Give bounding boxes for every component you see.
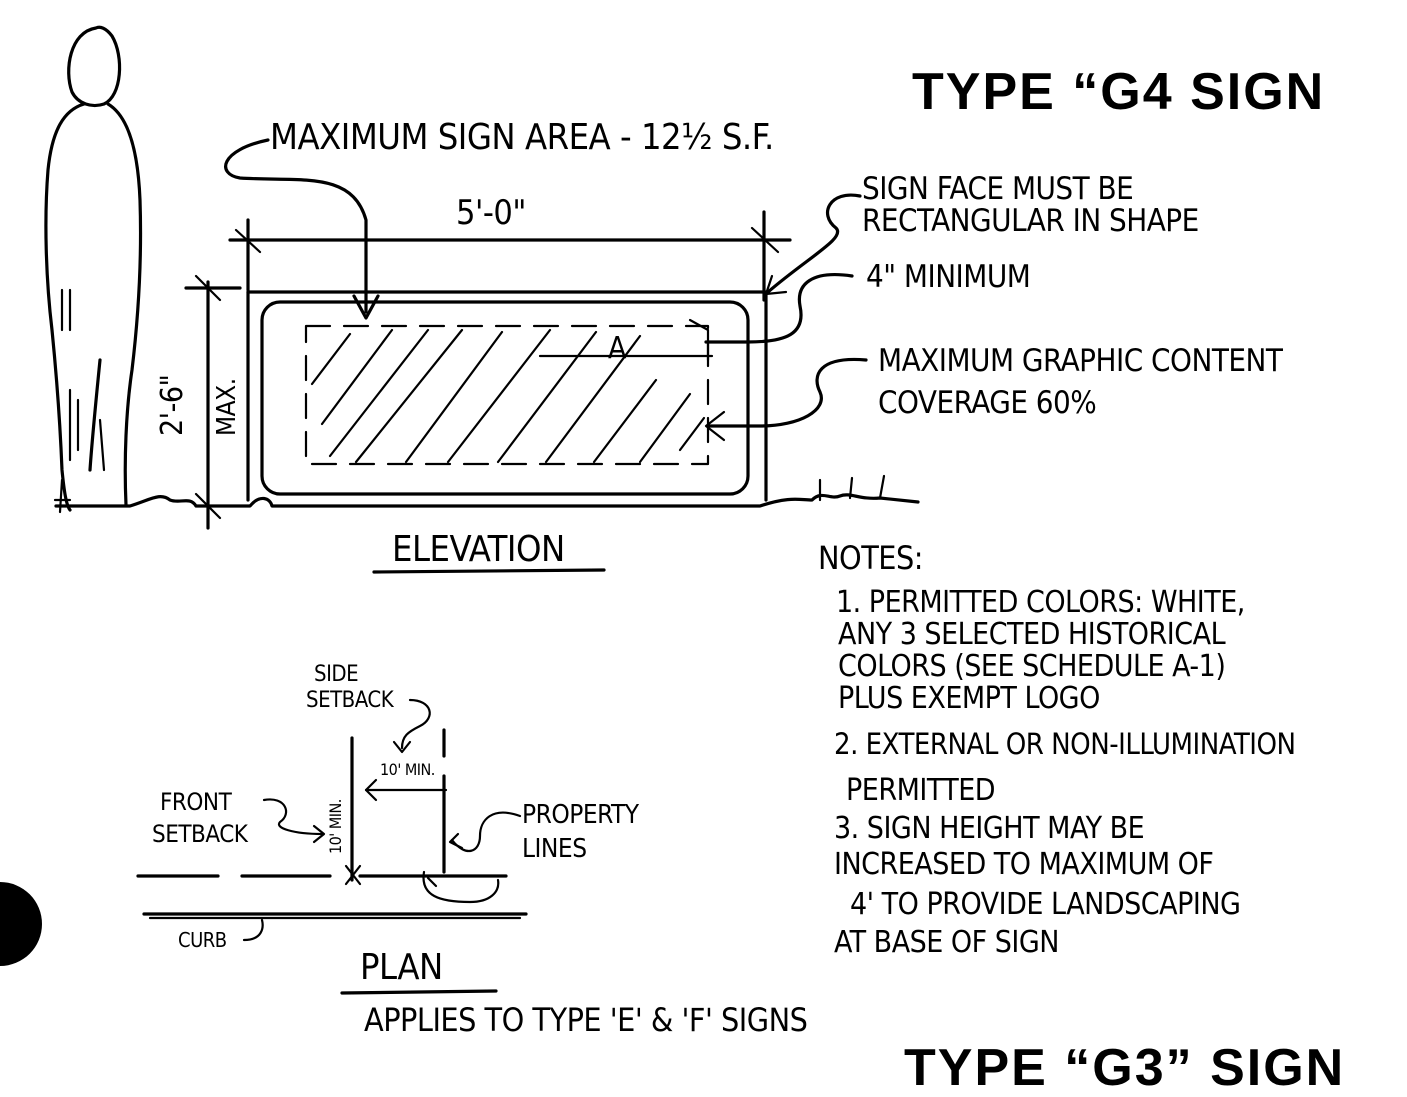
- height-max-label: MAX.: [212, 378, 242, 436]
- graphic-coverage-label-line-1: MAXIMUM GRAPHIC CONTENT: [878, 343, 1283, 379]
- width-dimension-label: 5'-0": [456, 193, 526, 233]
- front-dimension-label: 10' MIN.: [326, 799, 345, 854]
- sign-detail-sheet: TYPE “G4 SIGN TYPE “G3” SIGN MAXIMUM SIG…: [0, 25, 1344, 1094]
- note-line: ANY 3 SELECTED HISTORICAL: [838, 617, 1226, 652]
- note-line: PERMITTED: [846, 773, 996, 808]
- max-sign-area-label: MAXIMUM SIGN AREA - 12½ S.F.: [270, 117, 774, 158]
- note-line: AT BASE OF SIGN: [834, 925, 1059, 960]
- property-lines-label-line-1: PROPERTY: [522, 800, 639, 830]
- plan-underline: [340, 989, 498, 995]
- note-line: COLORS (SEE SCHEDULE A-1): [838, 649, 1226, 684]
- front-setback-label-line-2: SETBACK: [152, 820, 248, 848]
- ground-line: [54, 493, 920, 508]
- graphic-coverage-label-line-2: COVERAGE 60%: [878, 385, 1097, 421]
- note-line: INCREASED TO MAXIMUM OF: [834, 847, 1214, 882]
- note-line: 4' TO PROVIDE LANDSCAPING: [850, 887, 1241, 922]
- height-dimension: [184, 274, 242, 530]
- next-section-title: TYPE “G3” SIGN: [904, 1039, 1346, 1097]
- page-title: TYPE “G4 SIGN: [912, 63, 1326, 121]
- side-setback-label-line-1: SIDE: [314, 662, 359, 687]
- punch-hole-icon: [0, 882, 42, 966]
- height-dimension-label: 2'-6": [155, 374, 190, 436]
- elevation-underline: [372, 568, 606, 574]
- front-setback-label-line-1: FRONT: [160, 788, 232, 816]
- human-figure-icon: [44, 25, 143, 514]
- note-line: 2. EXTERNAL OR NON-ILLUMINATION: [834, 727, 1296, 761]
- elevation-caption: ELEVATION: [392, 529, 565, 570]
- graphic-area-hatching: [304, 318, 714, 466]
- note-line: 1. PERMITTED COLORS: WHITE,: [836, 585, 1245, 620]
- inner-mark-label: A: [608, 331, 626, 366]
- sign-face-label-line-1: SIGN FACE MUST BE: [862, 171, 1134, 207]
- plan-view: [136, 698, 528, 942]
- width-dimension: [228, 210, 792, 302]
- property-lines-label-line-2: LINES: [522, 834, 587, 864]
- side-setback-label-line-2: SETBACK: [306, 688, 394, 713]
- sign-face-label-line-2: RECTANGULAR IN SHAPE: [862, 203, 1199, 239]
- side-dimension-label: 10' MIN.: [380, 760, 435, 779]
- curb-label: CURB: [178, 928, 227, 952]
- leader-arrows: [224, 138, 868, 442]
- notes-heading: NOTES:: [818, 539, 923, 577]
- plan-caption: PLAN: [360, 947, 443, 988]
- note-line: 3. SIGN HEIGHT MAY BE: [834, 811, 1145, 846]
- note-line: PLUS EXEMPT LOGO: [838, 681, 1100, 716]
- minimum-border-label: 4" MINIMUM: [866, 259, 1031, 295]
- sketch-drawing: [0, 25, 920, 995]
- applies-to-label: APPLIES TO TYPE 'E' & 'F' SIGNS: [364, 1001, 808, 1039]
